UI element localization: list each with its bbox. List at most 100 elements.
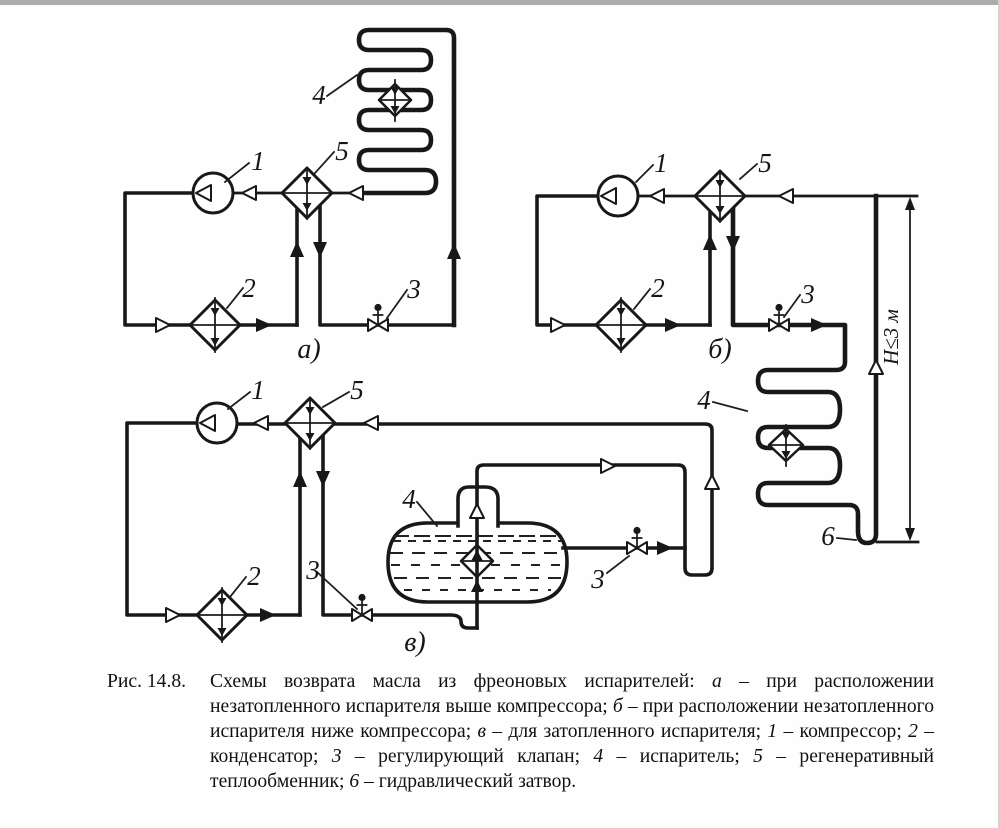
caption-segment: Схемы возврата масла из фреоновых испари… bbox=[210, 671, 712, 692]
caption-prefix: Рис. 14.8. bbox=[107, 671, 187, 692]
caption-segment: в bbox=[477, 720, 487, 742]
caption-text: Схемы возврата масла из фреоновых испари… bbox=[210, 670, 934, 794]
flow-arrow-down-icon bbox=[313, 242, 327, 258]
compressor-symbol bbox=[195, 401, 239, 445]
caption-segment: – при расположении незатопленного испари… bbox=[210, 671, 934, 717]
caption-segment: 4 bbox=[593, 745, 604, 767]
evaporator-coil-and-riser bbox=[730, 193, 879, 546]
callout-line bbox=[321, 390, 351, 409]
flow-arrow-right-icon bbox=[256, 318, 272, 332]
caption-segment: – при расположении незатопленного испари… bbox=[210, 695, 934, 742]
flow-arrow-up-icon bbox=[868, 359, 884, 375]
caption-segment: – регенеративный теплообменник; bbox=[210, 745, 934, 792]
condenser-symbol bbox=[594, 297, 648, 353]
caption-segment: б bbox=[612, 695, 623, 717]
callout-line bbox=[223, 161, 251, 184]
callout-line bbox=[228, 575, 248, 599]
scan-edge-right bbox=[998, 0, 1000, 828]
pipe-feed-to-trap bbox=[321, 433, 479, 630]
flow-arrow-up-icon bbox=[704, 474, 720, 490]
callout-line bbox=[632, 287, 652, 311]
callout-condenser: 2 bbox=[651, 273, 665, 303]
figure-canvas: 1 5 2 3 4 а) bbox=[123, 27, 920, 658]
callout-line bbox=[711, 400, 749, 413]
callout-evaporator: 4 bbox=[402, 484, 416, 514]
callout-evaporator: 4 bbox=[312, 80, 326, 110]
scan-edge-top bbox=[0, 0, 1000, 5]
figure-caption: Рис. 14.8. Схемы возврата масла из фреон… bbox=[0, 670, 1000, 794]
caption-segment: – испаритель; bbox=[603, 745, 754, 767]
callout-valve: 3 bbox=[800, 279, 815, 309]
diagram-v: 1 5 2 3 3 4 в) bbox=[125, 375, 720, 658]
evaporator-coil bbox=[356, 27, 457, 328]
compressor-symbol bbox=[596, 174, 640, 218]
flow-arrow-right-icon bbox=[665, 318, 681, 332]
condenser-symbol bbox=[195, 587, 249, 643]
flow-arrow-up-icon bbox=[703, 234, 717, 250]
dimension-line: Н≤3 м bbox=[875, 197, 920, 544]
compressor-rotor-icon bbox=[600, 187, 617, 205]
callout-line bbox=[415, 500, 439, 528]
flow-arrow-left-icon bbox=[253, 415, 269, 431]
caption-segment: – гидравлический затвор. bbox=[359, 770, 577, 792]
flow-arrow-left-icon bbox=[778, 188, 794, 204]
diagram-b: Н≤3 м 1 5 2 3 4 6 б) bbox=[535, 148, 920, 551]
callout-compressor: 1 bbox=[251, 146, 265, 176]
flow-arrow-right-icon bbox=[550, 317, 566, 333]
callout-line bbox=[313, 150, 336, 175]
coil-element-symbol bbox=[767, 424, 805, 467]
callout-line bbox=[738, 162, 759, 181]
flow-arrow-up-icon bbox=[469, 503, 485, 519]
compressor-rotor-icon bbox=[199, 414, 216, 432]
regulating-valve-icon bbox=[367, 302, 389, 332]
caption-segment: 5 bbox=[753, 745, 763, 767]
flow-arrow-right-icon bbox=[811, 318, 827, 332]
callout-evaporator: 4 bbox=[697, 385, 711, 415]
condenser-symbol bbox=[188, 297, 242, 353]
flow-arrow-up-icon bbox=[471, 550, 483, 561]
caption-segment: 6 bbox=[349, 770, 360, 792]
flow-arrow-up-icon bbox=[290, 241, 304, 257]
callout-line bbox=[634, 163, 655, 184]
callout-line bbox=[315, 570, 359, 611]
callout-compressor: 1 bbox=[654, 148, 668, 178]
callout-line bbox=[225, 286, 245, 310]
caption-segment: – регулирующий клапан; bbox=[341, 745, 594, 767]
flow-arrow-right-icon bbox=[657, 541, 673, 555]
callout-line bbox=[226, 390, 252, 411]
callout-condenser: 2 bbox=[242, 273, 256, 303]
callout-heat-exchanger: 5 bbox=[350, 375, 364, 405]
callout-heat-exchanger: 5 bbox=[335, 136, 349, 166]
flow-arrow-right-icon bbox=[165, 607, 181, 623]
callout-heat-exchanger: 5 bbox=[758, 148, 772, 178]
callout-line bbox=[385, 288, 409, 320]
caption-segment: – конденсатор; bbox=[210, 720, 934, 767]
callout-condenser: 2 bbox=[247, 561, 261, 591]
caption-segment: 2 bbox=[908, 720, 918, 742]
flow-arrow-left-icon bbox=[348, 185, 364, 201]
heat-exchanger-symbol bbox=[283, 396, 337, 450]
callout-line bbox=[325, 73, 359, 98]
callout-line bbox=[782, 293, 802, 319]
flow-arrow-right-icon bbox=[600, 458, 616, 474]
caption-segment: 3 bbox=[331, 745, 342, 767]
heat-exchanger-symbol bbox=[280, 166, 334, 220]
subfigure-label-v: в) bbox=[404, 627, 425, 658]
caption-segment: – для затопленного испарителя; bbox=[486, 720, 768, 742]
caption-segment: – компрессор; bbox=[777, 720, 909, 742]
flow-arrow-right-icon bbox=[155, 317, 171, 333]
coil-element-symbol bbox=[377, 79, 413, 122]
callout-valve: 3 bbox=[406, 274, 421, 304]
subfigure-label-b: б) bbox=[708, 334, 731, 365]
caption-segment: 1 bbox=[767, 720, 778, 742]
pipe-hx-right-leg bbox=[318, 204, 456, 327]
subfigure-label-a: а) bbox=[297, 334, 320, 365]
caption-segment: а bbox=[712, 671, 722, 692]
dimension-label: Н≤3 м bbox=[879, 309, 903, 366]
flow-arrow-left-icon bbox=[649, 188, 665, 204]
flow-arrow-up-icon bbox=[471, 580, 483, 592]
flow-arrow-left-icon bbox=[363, 415, 379, 431]
compressor-symbol bbox=[191, 171, 235, 215]
pipe-riser-and-suction bbox=[235, 422, 714, 630]
flow-arrow-right-icon bbox=[260, 608, 276, 622]
